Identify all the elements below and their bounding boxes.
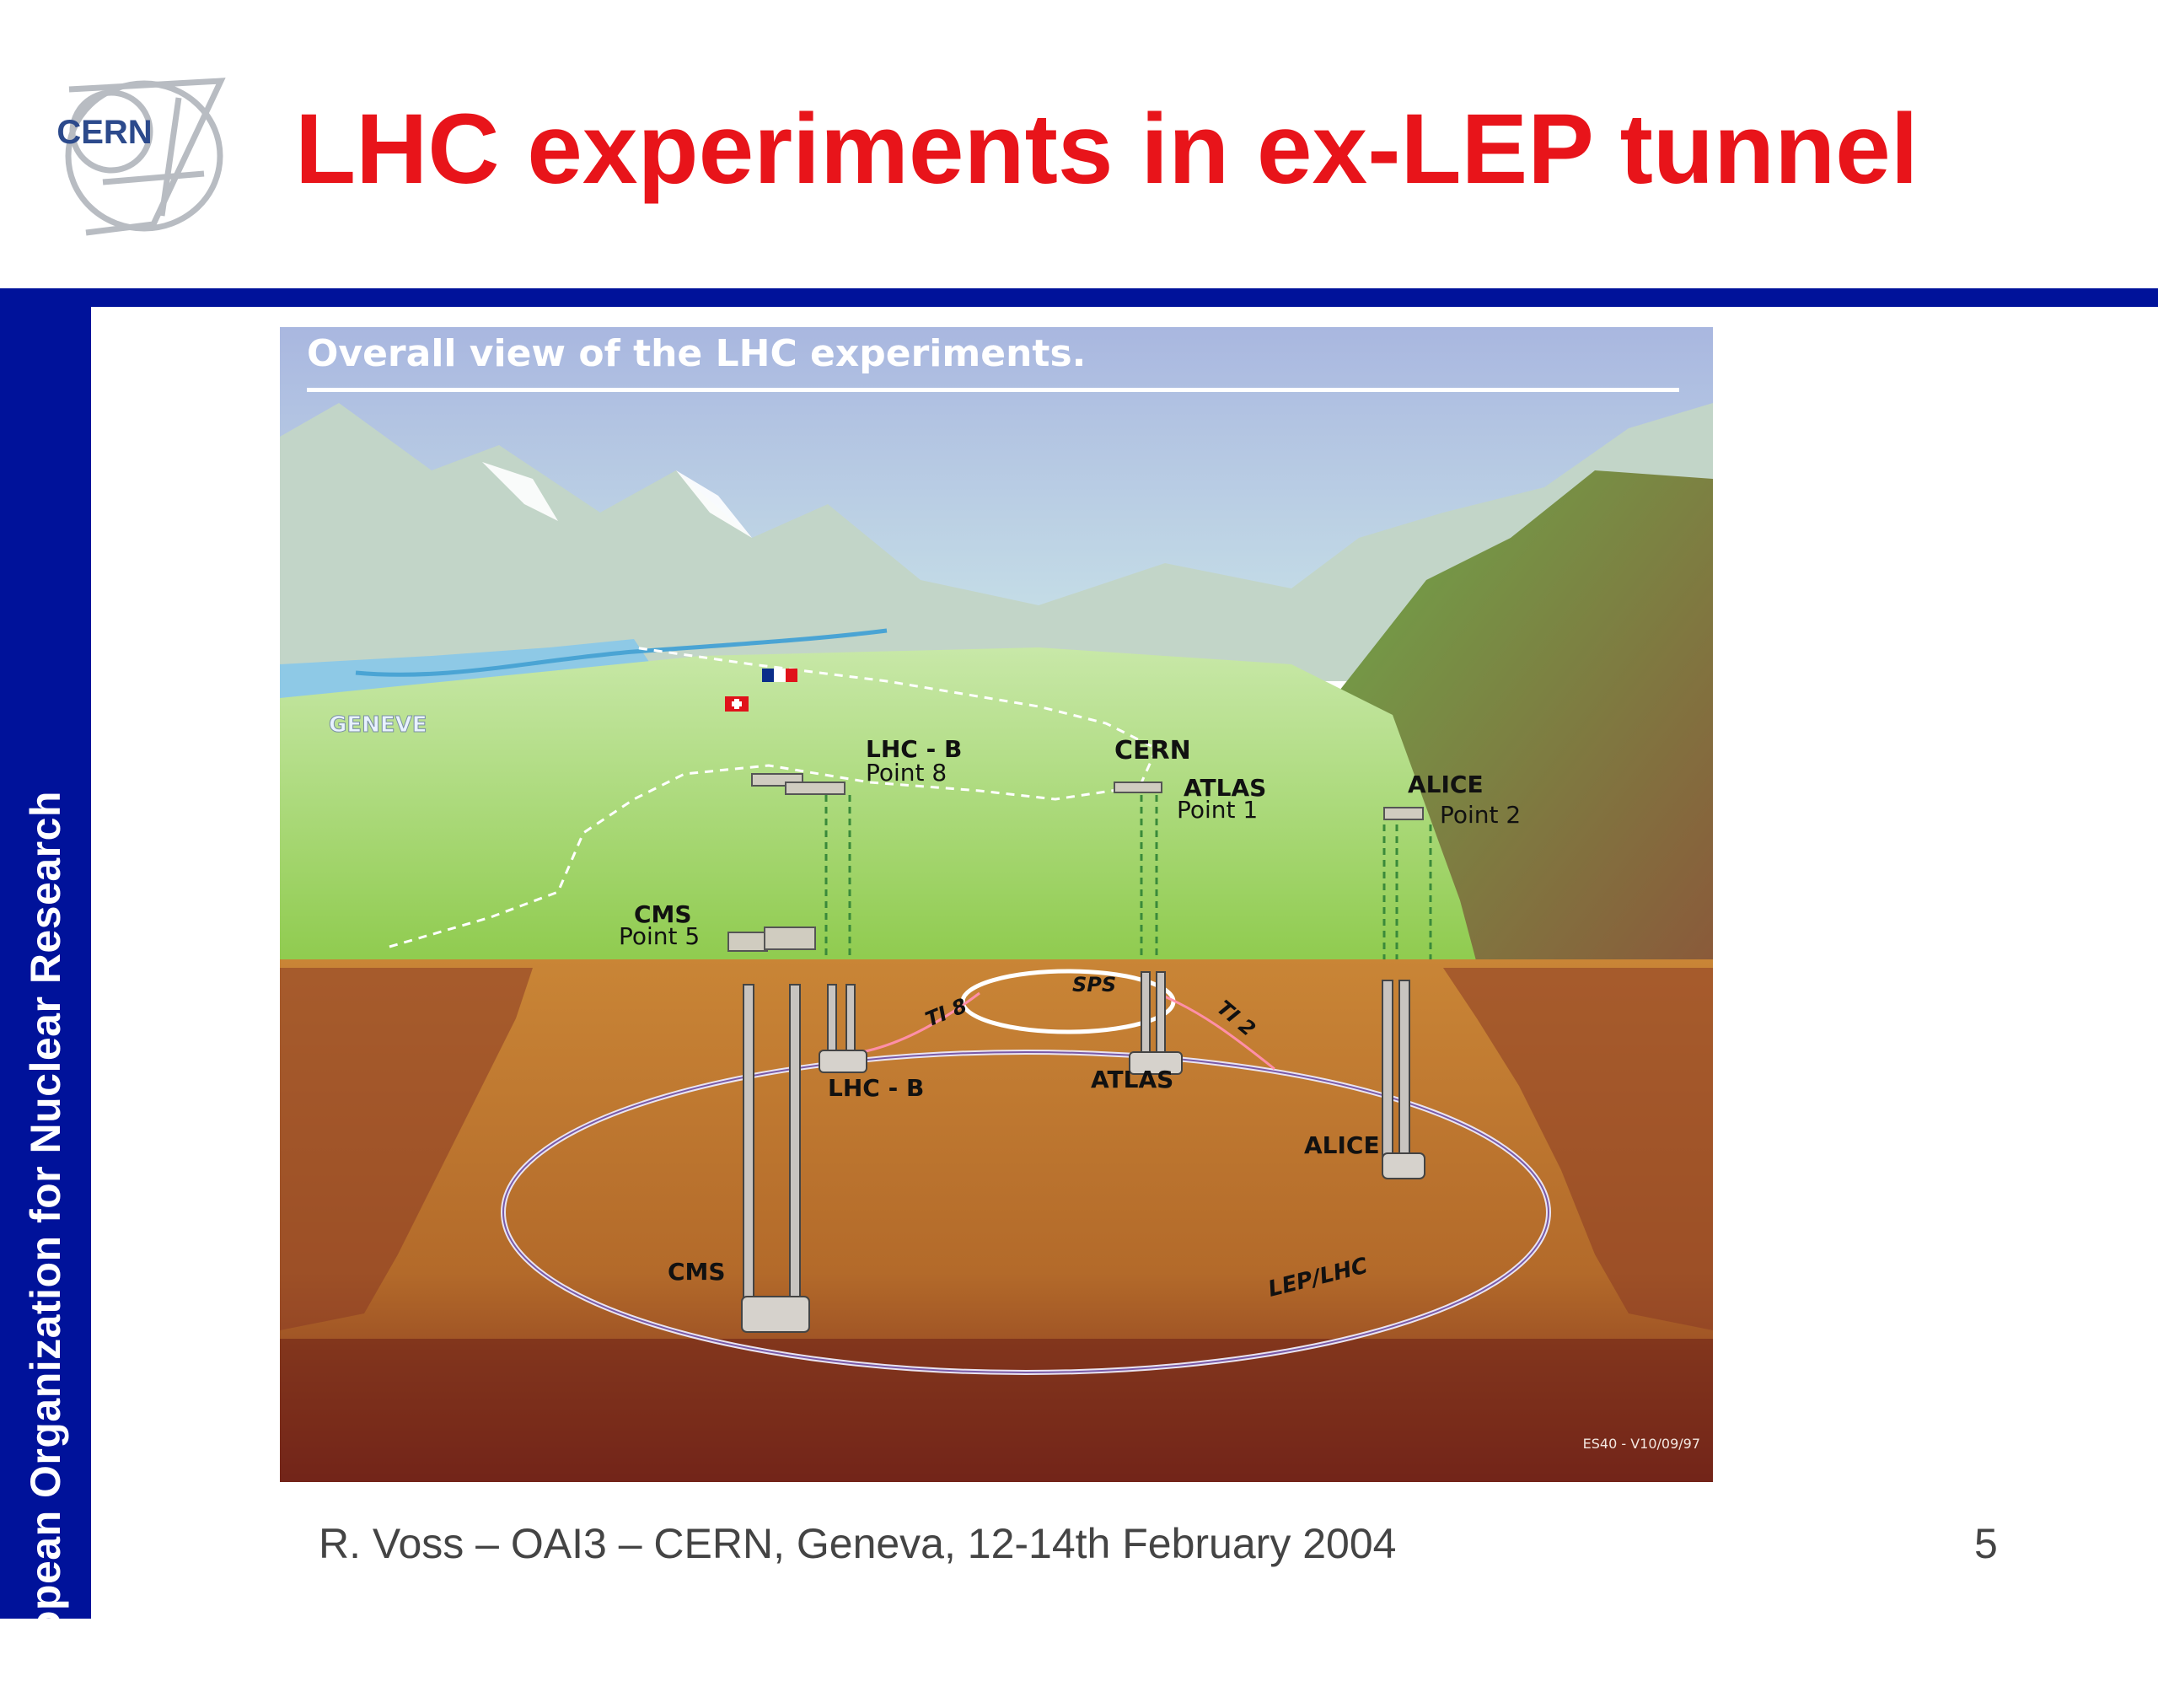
sidebar-band: European Organization for Nuclear Resear… <box>0 288 91 1708</box>
snow-peaks <box>482 462 752 538</box>
label-cms: CMS <box>668 1258 726 1286</box>
france-flag-icon <box>762 669 797 682</box>
title-rule <box>0 288 2158 307</box>
site-point-cms: Point 5 <box>619 922 700 950</box>
label-lhcb: LHC - B <box>828 1074 924 1102</box>
footer-citation: R. Voss – OAI3 – CERN, Geneva, 12-14th F… <box>319 1520 1397 1567</box>
mountains <box>280 403 1713 681</box>
detectors <box>741 1050 1425 1333</box>
bedrock <box>280 1339 1713 1482</box>
site-name-alice: ALICE <box>1408 771 1484 798</box>
figure-heading: Overall view of the LHC experiments. <box>307 332 1086 375</box>
river <box>355 628 888 677</box>
heading-underline <box>307 388 1679 392</box>
swiss-flag-icon <box>725 696 749 712</box>
site-point-atlas: Point 1 <box>1177 796 1258 824</box>
site-point-lhcb: Point 8 <box>866 759 947 787</box>
ti2-line <box>1156 991 1275 1071</box>
site-name-atlas: ATLAS <box>1184 774 1266 802</box>
label-alice: ALICE <box>1304 1131 1380 1159</box>
label-atlas: ATLAS <box>1091 1066 1173 1093</box>
slide-title: LHC experiments in ex-LEP tunnel <box>295 94 1919 205</box>
site-name-cms: CMS <box>634 900 692 928</box>
ti8-line <box>861 991 980 1054</box>
border-line <box>389 646 1158 948</box>
site-name-lhcb: LHC - B <box>866 735 962 763</box>
sidebar-text: European Organization for Nuclear Resear… <box>22 791 69 1708</box>
figure-code: ES40 - V10/09/97 <box>1583 1436 1700 1452</box>
underground-shafts <box>743 971 1410 1306</box>
site-point-alice: Point 2 <box>1440 801 1521 829</box>
green-plain <box>280 647 1477 964</box>
logo-text: CERN <box>56 114 152 151</box>
site-name-cern: CERN <box>1114 736 1191 765</box>
page-number: 5 <box>1974 1520 1998 1567</box>
cavern-left <box>280 968 533 1330</box>
surface-shafts <box>824 795 1432 964</box>
city-label: GENEVE <box>329 712 427 738</box>
cavern-right <box>1443 968 1713 1330</box>
site-buildings <box>727 773 1424 952</box>
main-ring-inner <box>502 1051 1549 1373</box>
cern-logo: CERN <box>52 73 236 239</box>
lhc-overview-illustration: Overall view of the LHC experiments. GEN… <box>280 327 1713 1482</box>
label-sps: SPS <box>1072 973 1116 996</box>
